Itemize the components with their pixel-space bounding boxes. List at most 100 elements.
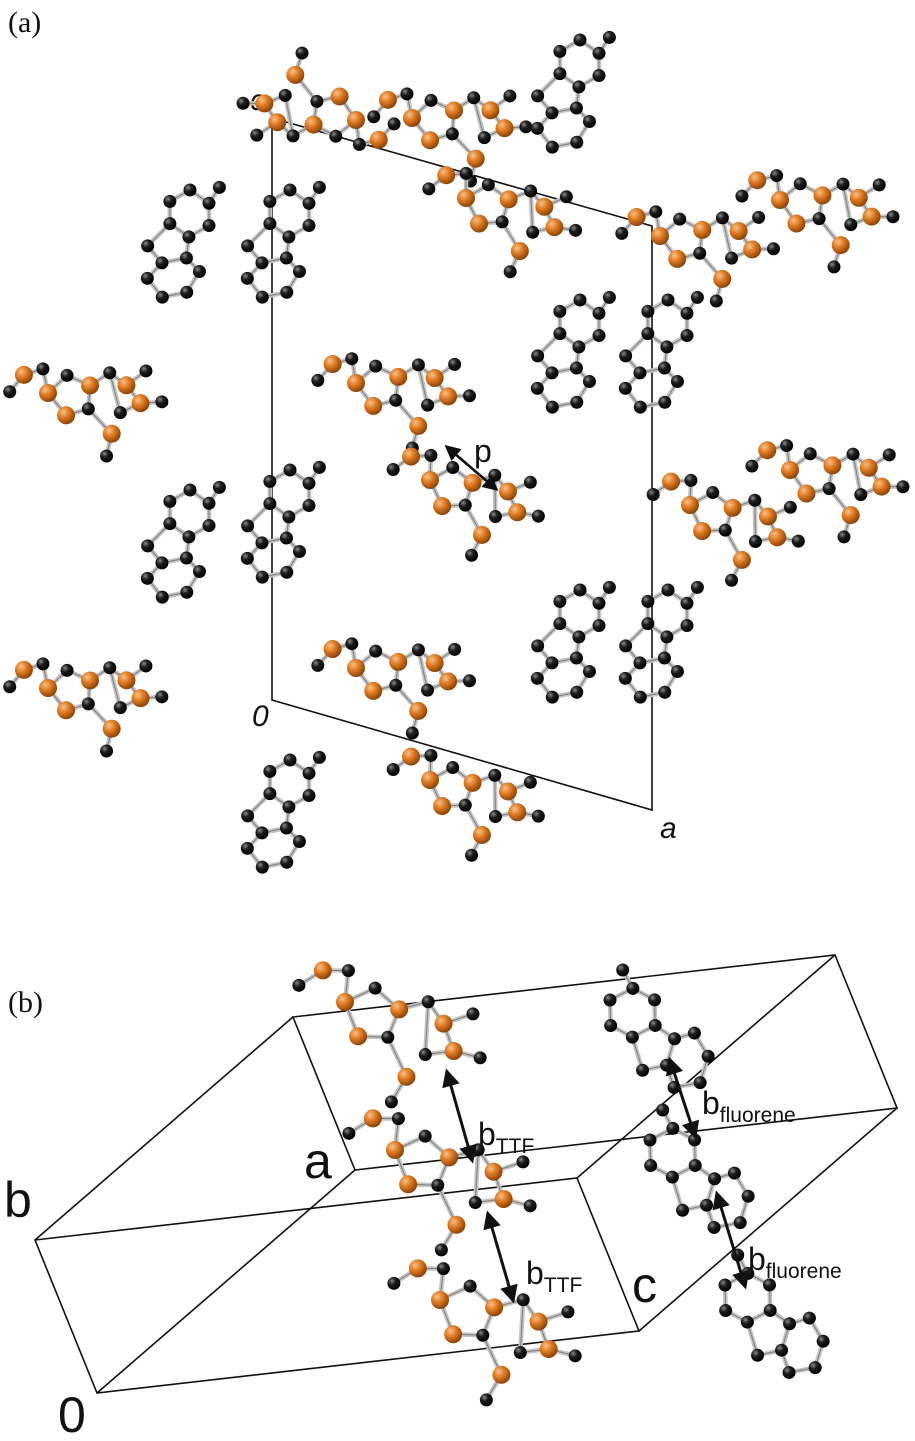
carbon-atom xyxy=(155,690,169,704)
carbon-atom xyxy=(545,690,559,704)
sulfur-atom xyxy=(813,186,832,205)
carbon-atom xyxy=(684,473,698,487)
sulfur-atom xyxy=(397,1067,416,1086)
sulfur-atom xyxy=(797,484,816,503)
carbon-atom xyxy=(896,480,910,494)
carbon-atom xyxy=(155,256,169,270)
carbon-atom xyxy=(81,402,95,416)
carbon-atom xyxy=(526,225,540,239)
carbon-atom xyxy=(752,210,766,224)
sulfur-atom xyxy=(378,90,397,109)
sulfur-atom xyxy=(732,550,751,569)
carbon-atom xyxy=(690,290,704,304)
unit-cell-b xyxy=(33,954,899,1394)
axis-label-b: b xyxy=(4,1172,32,1228)
carbon-atom xyxy=(570,395,584,409)
carbon-atom xyxy=(559,190,573,204)
sulfur-atom xyxy=(463,773,482,792)
sulfur-atom xyxy=(781,461,799,479)
carbon-atom xyxy=(572,80,586,94)
carbon-atom xyxy=(719,1304,733,1318)
carbon-atom xyxy=(625,1030,639,1044)
carbon-atom xyxy=(633,366,647,380)
carbon-atom xyxy=(725,251,739,265)
carbon-atom xyxy=(60,663,74,677)
carbon-atom xyxy=(462,389,476,403)
carbon-atom xyxy=(709,294,723,308)
carbon-atom xyxy=(668,1032,682,1046)
carbon-atom xyxy=(701,1049,715,1063)
carbon-atom xyxy=(592,306,606,320)
carbon-atom xyxy=(572,340,586,354)
carbon-atom xyxy=(553,44,567,58)
sulfur-atom xyxy=(117,376,136,395)
carbon-atom xyxy=(531,89,545,103)
b-fluorene-arrow-upper xyxy=(665,1056,700,1140)
carbon-atom xyxy=(36,362,50,376)
carbon-atom xyxy=(255,860,269,874)
carbon-atom xyxy=(192,564,206,578)
sulfur-atom xyxy=(409,701,428,720)
carbon-atom xyxy=(569,361,583,375)
sulfur-atom xyxy=(723,498,742,517)
carbon-atom xyxy=(661,293,675,307)
b-ttf-arrow-lower xyxy=(483,1210,518,1304)
carbon-atom xyxy=(673,212,687,226)
carbon-atom xyxy=(741,1189,755,1203)
carbon-atom xyxy=(530,671,544,685)
sulfur-atom xyxy=(758,507,777,526)
carbon-atom xyxy=(573,583,587,597)
carbon-atom xyxy=(822,482,836,496)
b-fluorene-lower-main: b xyxy=(748,1241,766,1277)
carbon-atom xyxy=(783,1317,797,1331)
sulfur-atom xyxy=(484,1162,503,1181)
carbon-atom xyxy=(503,89,517,103)
carbon-atom xyxy=(616,963,630,977)
carbon-atom xyxy=(422,182,436,196)
carbon-atom xyxy=(436,1262,450,1276)
sulfur-atom xyxy=(651,227,669,245)
sulfur-atom xyxy=(39,679,57,697)
sulfur-atom xyxy=(447,1215,466,1234)
sulfur-atom xyxy=(14,660,33,679)
sulfur-atom xyxy=(323,640,342,659)
carbon-atom xyxy=(279,821,293,835)
carbon-atom xyxy=(545,366,559,380)
carbon-atom xyxy=(424,448,438,462)
carbon-atom xyxy=(139,659,153,673)
carbon-atom xyxy=(400,87,414,101)
sulfur-atom xyxy=(627,208,646,227)
sulfur-atom xyxy=(408,1259,427,1278)
carbon-atom xyxy=(280,855,294,869)
carbon-atom xyxy=(488,810,502,824)
carbon-atom xyxy=(113,701,127,715)
carbon-atom xyxy=(619,349,633,363)
sulfur-atom xyxy=(693,220,712,239)
carbon-atom xyxy=(405,726,419,740)
carbon-atom xyxy=(295,46,309,60)
carbon-atom xyxy=(488,468,502,482)
carbon-atom xyxy=(854,488,868,502)
carbon-atom xyxy=(706,486,720,500)
carbon-atom xyxy=(633,400,647,414)
sulfur-atom xyxy=(495,119,514,138)
sulfur-atom xyxy=(492,1365,511,1384)
sulfur-atom xyxy=(862,207,881,226)
sulfur-atom xyxy=(330,87,349,106)
sulfur-atom xyxy=(14,365,33,384)
carbon-atom xyxy=(658,395,672,409)
carbon-atom xyxy=(369,359,383,373)
carbon-atom xyxy=(531,509,545,523)
carbon-atom xyxy=(183,483,197,497)
carbon-atom xyxy=(530,381,544,395)
bond-edge xyxy=(852,453,862,495)
carbon-atom xyxy=(302,789,316,803)
carbon-atom xyxy=(311,658,325,672)
carbon-atom xyxy=(582,114,596,128)
carbon-atom xyxy=(302,196,316,210)
carbon-atom xyxy=(263,787,277,801)
panel-b: (b) b a c 0 bTTF bTTF bfluorene xyxy=(4,954,899,1441)
sulfur-atom xyxy=(336,993,354,1011)
carbon-atom xyxy=(381,1030,395,1044)
